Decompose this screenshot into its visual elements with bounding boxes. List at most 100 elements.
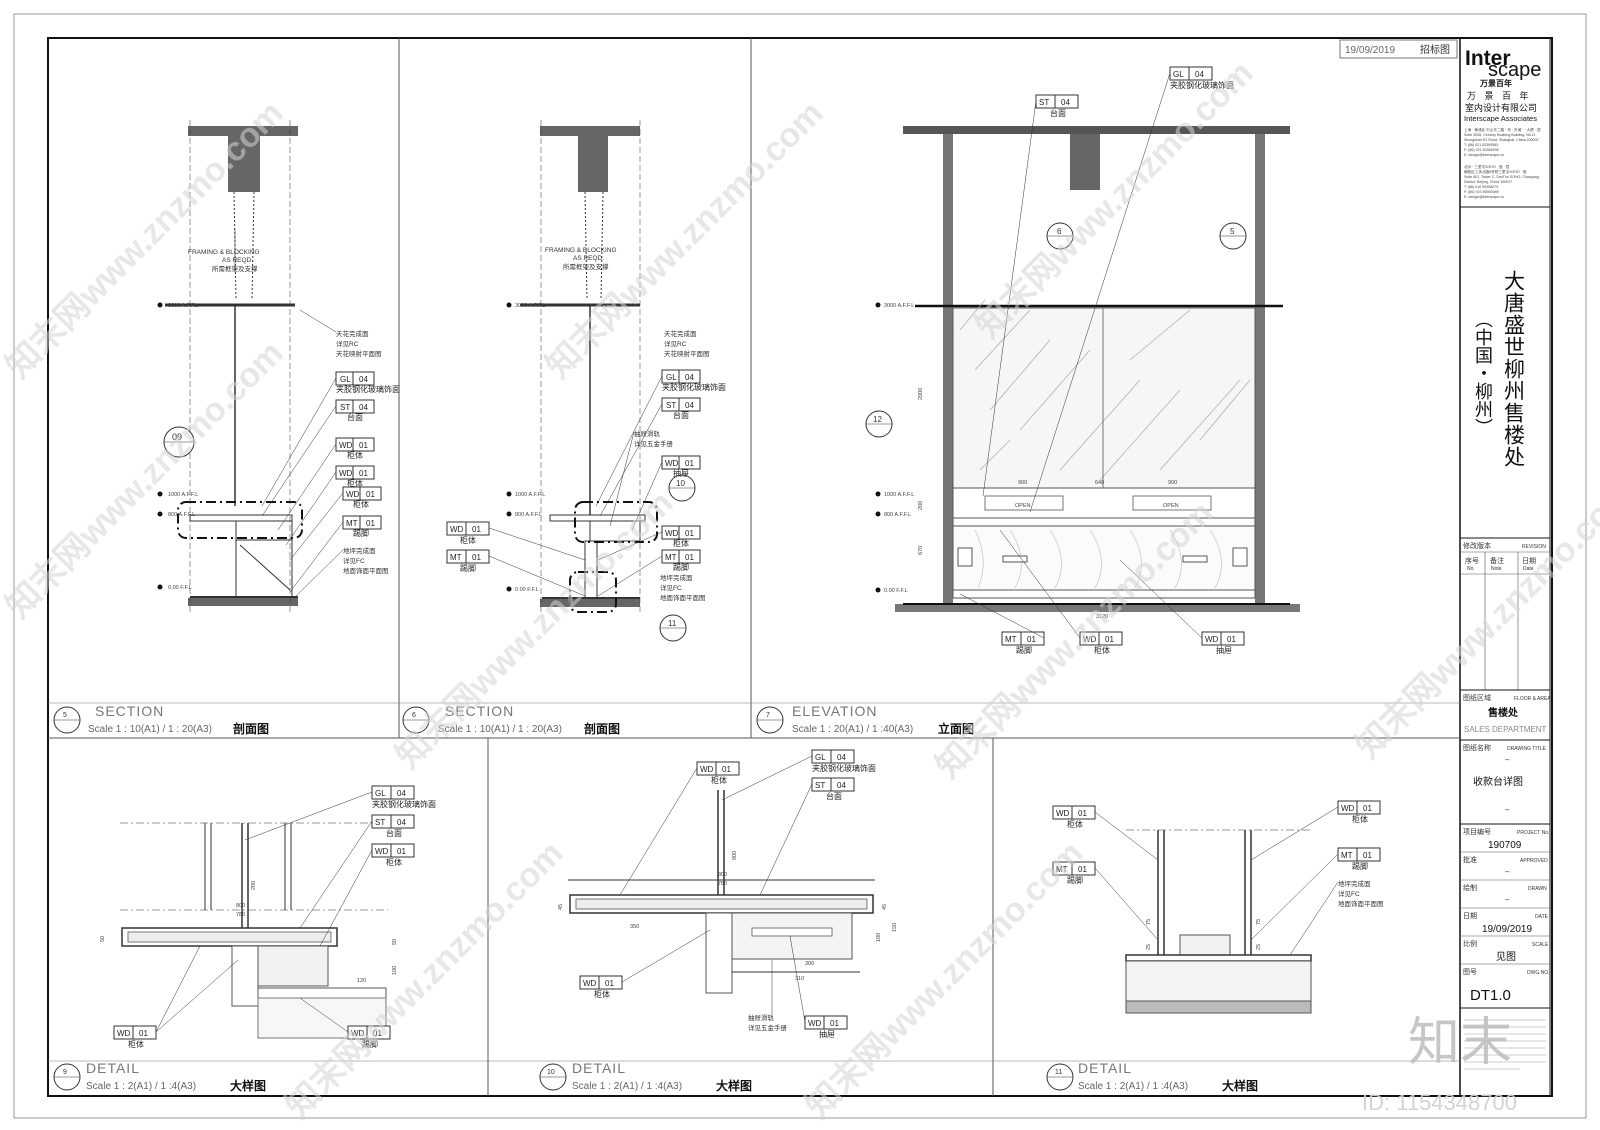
svg-text:45: 45 [558,904,564,910]
svg-text:01: 01 [359,441,368,450]
svg-text:DATE: DATE [1535,914,1549,920]
svg-text:GL: GL [340,375,351,384]
svg-text:150: 150 [892,923,898,932]
svg-text:ST: ST [1039,98,1049,107]
svg-text:800 A.F.F.L: 800 A.F.F.L [884,512,911,518]
svg-text:踢脚: 踢脚 [1352,861,1368,871]
svg-text:WD: WD [665,459,679,468]
svg-text:备注: 备注 [1490,556,1504,565]
panel-title-6: 6 SECTION Scale 1 : 10(A1) / 1 : 20(A3) … [402,703,620,736]
logo-scape: scape [1488,59,1541,81]
svg-text:800 A.F.F.L: 800 A.F.F.L [515,512,542,518]
svg-text:OPEN: OPEN [1163,503,1179,509]
project-location: （中国・柳州） [1473,310,1493,436]
svg-text:室内设计有限公司: 室内设计有限公司 [1465,102,1537,113]
svg-text:04: 04 [685,401,694,410]
svg-text:3120: 3120 [1096,614,1108,620]
svg-text:–: – [1505,755,1510,764]
panel-title-5: 5 SECTION Scale 1 : 10(A1) / 1 : 20(A3) … [53,703,269,736]
header-issue: 招标图 [1420,43,1450,56]
svg-text:9: 9 [63,1069,67,1076]
svg-text:剖面图: 剖面图 [233,721,269,736]
svg-text:DETAIL: DETAIL [86,1060,140,1076]
svg-text:Note: Note [1491,566,1502,572]
floor-note: 地面饰面平面图 [343,566,389,575]
svg-text:大样图: 大样图 [1222,1078,1258,1093]
svg-text:MT: MT [665,553,677,562]
svg-text:批准: 批准 [1463,855,1477,864]
svg-text:柜体: 柜体 [347,450,363,460]
svg-text:780: 780 [718,881,727,887]
callout-11: 11 [659,614,687,642]
svg-text:图纸名称: 图纸名称 [1463,743,1491,752]
title-block: Inter scape 万景百年 万 景 百 年 室内设计有限公司 Inters… [1460,47,1551,1070]
svg-text:夹胶钢化玻璃饰面: 夹胶钢化玻璃饰面 [336,384,400,394]
svg-text:25: 25 [1146,944,1152,950]
panel-title-9: 9 DETAIL Scale 1 : 2(A1) / 1 :4(A3) 大样图 [53,1060,266,1093]
svg-text:夹胶钢化玻璃饰面: 夹胶钢化玻璃饰面 [372,799,436,809]
svg-text:日期: 日期 [1463,912,1477,920]
svg-text:01: 01 [1363,851,1372,860]
svg-text:12: 12 [873,415,882,424]
svg-text:台面: 台面 [826,791,842,801]
svg-text:Scale 1 : 10(A1) / 1 : 20(A3): Scale 1 : 10(A1) / 1 : 20(A3) [88,724,212,735]
svg-text:WD: WD [700,765,714,774]
callout-10: 10 [668,474,696,502]
callout-12: 12 [865,410,893,438]
svg-text:3000 A.F.F.L: 3000 A.F.F.L [515,303,545,309]
svg-text:01: 01 [830,1019,839,1028]
svg-text:Suite 801, Tower C, SanTun SOH: Suite 801, Tower C, SanTun SOHO, Chaoyan… [1464,175,1539,179]
svg-text:WD: WD [1341,804,1355,813]
logo-inter: Inter [1465,47,1511,70]
svg-text:900: 900 [1018,480,1027,486]
svg-text:Scale 1 : 20(A1) / 1 :40(A3): Scale 1 : 20(A1) / 1 :40(A3) [792,724,913,735]
svg-text:柜体: 柜体 [594,989,610,999]
svg-text:6: 6 [1057,227,1062,236]
tag-wd01: WD 01 [335,465,375,480]
svg-text:地坪完成面: 地坪完成面 [1338,879,1371,888]
svg-text:WD: WD [808,1019,822,1028]
svg-text:柜体: 柜体 [460,535,476,545]
svg-text:01: 01 [359,469,368,478]
tag-wd01: WD 01 [804,1015,848,1030]
level-label: 800 A.F.F.L [168,512,195,518]
svg-text:柜体: 柜体 [347,478,363,488]
svg-text:DRAWN: DRAWN [1528,886,1547,892]
svg-text:MT: MT [1056,865,1068,874]
svg-text:04: 04 [685,373,694,382]
svg-text:04: 04 [1195,70,1204,79]
svg-text:Scale 1 : 2(A1) / 1 :4(A3): Scale 1 : 2(A1) / 1 :4(A3) [86,1081,196,1092]
svg-text:ST: ST [340,403,350,412]
svg-text:WD: WD [1205,635,1219,644]
svg-text:台面: 台面 [673,410,689,420]
level-label: 1000 A.F.F.L [168,492,198,498]
logo-cn: 万景百年 [1479,78,1512,88]
svg-text:抽屉: 抽屉 [819,1029,835,1039]
section-6-drawing [520,120,658,615]
svg-text:Scale 1 : 10(A1) / 1 : 20(A3): Scale 1 : 10(A1) / 1 : 20(A3) [438,724,562,735]
svg-text:踢脚: 踢脚 [673,562,689,572]
svg-text:01: 01 [1078,809,1087,818]
svg-text:柜体: 柜体 [128,1039,144,1049]
detail-10-drawing [568,790,875,994]
svg-text:REVISION: REVISION [1522,544,1546,550]
project-no: 190709 [1488,840,1522,851]
svg-text:No.: No. [1467,566,1475,572]
svg-text:夹胶钢化玻璃饰面: 夹胶钢化玻璃饰面 [1170,80,1234,90]
svg-text:日期: 日期 [1522,557,1536,565]
svg-text:GL: GL [815,753,826,762]
svg-text:0.00 F.F.L: 0.00 F.F.L [515,587,539,593]
svg-text:GL: GL [1173,70,1184,79]
svg-text:800: 800 [718,872,727,878]
svg-text:踢脚: 踢脚 [460,563,476,573]
svg-text:WD: WD [339,469,353,478]
svg-text:地坪完成面: 地坪完成面 [660,573,693,582]
